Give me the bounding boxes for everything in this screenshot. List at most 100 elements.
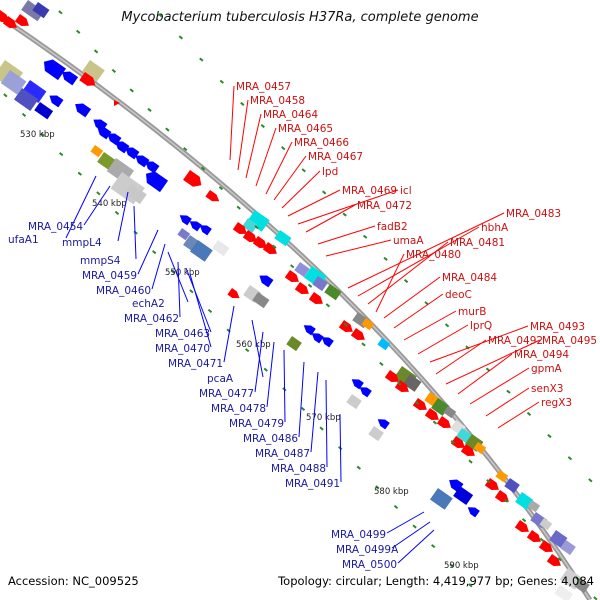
scale-tick (218, 186, 224, 191)
gene-feature (574, 578, 590, 594)
scale-tick (375, 485, 380, 490)
gene-label: senX3 (531, 383, 563, 395)
gene-forward (0, 10, 9, 22)
gene-label: hbhA (481, 222, 509, 234)
scale-tick (21, 112, 27, 117)
scale-tick (307, 283, 313, 288)
gene-label: MRA_0478 (211, 403, 266, 415)
scale-tick (547, 433, 552, 439)
gene-feature (177, 228, 191, 241)
gene-reverse (62, 71, 79, 86)
gene-forward (14, 14, 29, 26)
gene-feature (32, 2, 50, 19)
gene-forward (294, 282, 309, 294)
gene-label-leader (151, 243, 166, 290)
gene-label-leader (469, 367, 530, 405)
gene-label: MRA_0471 (168, 358, 223, 370)
gene-label: MRA_0477 (199, 388, 254, 400)
gene-forward (436, 416, 451, 428)
gene-label: MRA_0499 (331, 529, 386, 541)
gene-label-leader (391, 521, 431, 549)
gene-label-leader (375, 253, 405, 313)
gene-reverse (97, 127, 112, 140)
scale-tick (521, 518, 527, 523)
gene-forward (79, 72, 96, 86)
scale-tick (325, 303, 331, 308)
gene-label-leader (185, 267, 212, 333)
scale-tick (240, 101, 245, 106)
gene-forward (262, 242, 277, 254)
scale-tick (3, 93, 8, 98)
gene-label: MRA_0470 (155, 343, 210, 355)
gene-label: MRA_0458 (250, 95, 305, 107)
gene-feature (252, 292, 270, 309)
gene-forward (384, 370, 399, 382)
gene-label: MRA_0481 (450, 237, 505, 249)
scale-tick (444, 323, 450, 328)
gene-label: MRA_0454 (28, 221, 83, 233)
gene-forward (252, 236, 267, 248)
gene-reverse (199, 225, 212, 236)
scale-tick (129, 88, 134, 93)
gene-feature (286, 335, 302, 352)
scale-tick (281, 146, 286, 151)
scale-tick (147, 107, 152, 113)
scale-label: 590 kbp (444, 561, 479, 571)
gene-feature (21, 0, 45, 22)
gene-label-leader (417, 324, 469, 355)
gene-label: icl (400, 185, 412, 197)
gene-feature (189, 240, 213, 262)
scale-tick (468, 583, 473, 588)
gene-feature (90, 145, 104, 158)
gene-label: echA2 (132, 298, 165, 310)
scale-tick (58, 10, 63, 15)
gene-label: MRA_0483 (506, 208, 561, 220)
gene-label-leader (237, 99, 249, 171)
gene-label: MRA_0479 (229, 418, 284, 430)
scale-tick (450, 440, 455, 445)
scale-tick (361, 342, 366, 347)
gene-feature (21, 80, 47, 103)
gene-label-leader (255, 127, 277, 187)
scale-tick (468, 459, 473, 464)
gene-label: lpd (322, 166, 338, 178)
gene-label-leader (245, 113, 262, 179)
scale-tick (431, 544, 436, 549)
scale-tick (539, 537, 545, 542)
gene-label: MRA_0499A (336, 544, 399, 556)
scale-tick (178, 35, 184, 40)
gene-label-leader (325, 239, 392, 257)
gene-forward (205, 190, 220, 202)
gene-label: MRA_0464 (263, 109, 318, 121)
gene-label-leader (445, 339, 541, 385)
gene-label: ufaA1 (8, 234, 39, 246)
gene-label: MRA_0457 (236, 81, 291, 93)
scale-tick (199, 57, 204, 62)
gene-label-leader (167, 251, 189, 303)
gene-feature (0, 70, 27, 95)
scale-tick (170, 269, 175, 274)
gene-label-leader (367, 241, 449, 305)
scale-tick (300, 406, 306, 411)
scale-tick (76, 29, 81, 34)
gene-forward (424, 408, 439, 420)
gene-label-leader (325, 379, 328, 468)
gene-feature (13, 88, 39, 111)
gene-feature (346, 394, 362, 410)
gene-label: MRA_0488 (271, 463, 326, 475)
gene-feature (125, 184, 147, 205)
scale-tick (506, 389, 511, 394)
map-title: Mycobacterium tuberculosis H37Ra, comple… (121, 10, 479, 25)
gene-forward (412, 398, 427, 410)
scale-tick (207, 308, 213, 313)
gene-label: MRA_0494 (514, 349, 569, 361)
scale-tick (557, 557, 562, 562)
scale-label: 570 kbp (306, 413, 341, 423)
scale-tick (342, 212, 347, 217)
gene-label-leader (497, 401, 540, 429)
gene-label: MRA_0484 (442, 272, 497, 284)
gene-feature (368, 426, 384, 442)
scale-tick (356, 465, 361, 470)
scale-tick (133, 230, 138, 235)
